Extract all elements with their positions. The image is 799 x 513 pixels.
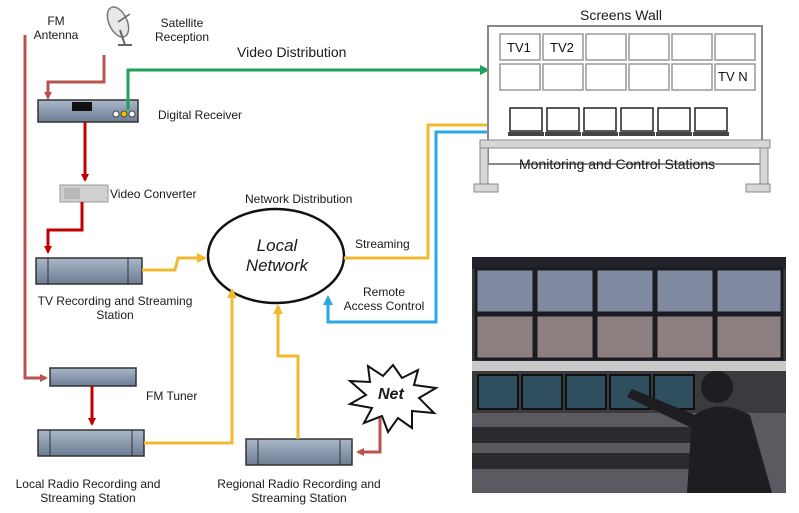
regional-radio-station-device [245,438,353,466]
streaming-line [344,120,510,260]
converter-to-tv-station-line [44,202,84,254]
video-converter-device [59,184,109,203]
net-starburst-icon [347,363,439,435]
local-network-label: Local Network [246,236,308,276]
fm-tuner-label: FM Tuner [146,389,198,403]
satellite-reception-label: Satellite Reception [155,16,209,44]
screens-wall-label: Screens Wall [580,7,662,23]
tv-station-line1: TV Recording and Streaming [37,294,193,308]
tv-station-line2: Station [96,308,134,322]
fm-antenna-label-line1: FM [47,14,65,28]
screens-grid [499,33,756,91]
network-distribution-label: Network Distribution [245,192,353,206]
monitoring-stations [508,107,729,136]
tvn-label: TV N [718,69,748,84]
regional-radio-line1: Regional Radio Recording and [217,477,381,491]
local-radio-to-network-line [144,288,237,445]
tv-recording-station-device [35,257,143,285]
fm-antenna-label: FM Antenna [34,14,79,42]
streaming-label: Streaming [355,237,410,251]
remote-access-label: Remote Access Control [344,285,425,313]
remote-access-line2: Access Control [343,299,425,313]
satellite-reception-line1: Satellite [160,16,204,30]
local-radio-line2: Streaming Station [40,491,136,505]
local-network-line2: Network [245,256,309,275]
video-distribution-label: Video Distribution [237,44,347,60]
satellite-reception-line2: Reception [154,30,210,44]
tv-station-label: TV Recording and Streaming Station [38,294,193,322]
remote-access-line [323,130,518,324]
monitoring-label: Monitoring and Control Stations [519,156,716,172]
net-to-regional-line [356,418,382,456]
digital-receiver-label: Digital Receiver [158,108,243,122]
satellite-dish-icon [106,6,132,46]
regional-radio-line2: Streaming Station [251,491,347,505]
fm-antenna-line [23,35,48,382]
tv-to-network-line [142,253,207,272]
video-converter-label: Video Converter [110,187,197,201]
tv1-label: TV1 [507,40,531,55]
remote-access-line1: Remote [362,285,406,299]
local-network-ellipse [206,207,346,305]
regional-to-network-line [273,304,300,439]
regional-radio-label: Regional Radio Recording and Streaming S… [217,477,380,505]
video-distribution-line [126,65,490,110]
fm-antenna-label-line2: Antenna [33,28,79,42]
local-radio-line1: Local Radio Recording and [15,477,161,491]
control-room-photo [472,257,786,493]
fm-tuner-device [49,367,137,387]
digital-receiver-device [37,99,139,123]
local-radio-station-device [37,429,145,457]
tv2-label: TV2 [550,40,574,55]
net-label: Net [378,386,404,403]
local-radio-label: Local Radio Recording and Streaming Stat… [16,477,161,505]
local-network-line1: Local [256,236,298,255]
dish-to-receiver-line [44,55,106,100]
